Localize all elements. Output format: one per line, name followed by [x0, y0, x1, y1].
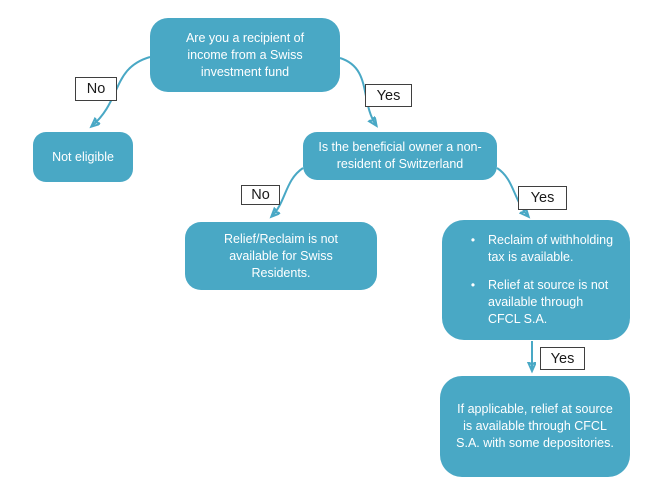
edge-label-text: Yes — [550, 350, 575, 367]
bullet-item: • Reclaim of withholding tax is availabl… — [458, 232, 616, 266]
edge-label-yes-mid: Yes — [518, 186, 567, 210]
edge-label-no-mid: No — [241, 185, 280, 205]
bullet-text: Reclaim of withholding tax is available. — [488, 233, 614, 264]
node-non-resident-outcome: • Reclaim of withholding tax is availabl… — [442, 220, 630, 340]
node-question-beneficial-owner: Is the beneficial owner a non-resident o… — [303, 132, 497, 180]
node-question-swiss-fund-recipient: Are you a recipient of income from a Swi… — [150, 18, 340, 92]
bullet-dot-icon: • — [470, 233, 476, 247]
bullet-text: Relief at source is not available throug… — [488, 278, 609, 326]
edge-label-no-top: No — [75, 77, 117, 101]
bullet-dot-icon: • — [470, 278, 476, 292]
edge-label-text: No — [251, 187, 270, 203]
node-text: Is the beneficial owner a non-resident o… — [318, 140, 482, 171]
edge-label-text: Yes — [376, 87, 401, 104]
node-relief-at-source-depositories: If applicable, relief at source is avail… — [440, 376, 630, 477]
bullet-item: • Relief at source is not available thro… — [458, 277, 616, 328]
node-text: If applicable, relief at source is avail… — [456, 402, 614, 450]
node-text: Relief/Reclaim is not available for Swis… — [224, 231, 338, 280]
node-text: Not eligible — [52, 149, 114, 164]
edge-label-text: Yes — [530, 190, 555, 206]
node-text: Are you a recipient of income from a Swi… — [185, 30, 305, 79]
edge-label-yes-bottom: Yes — [540, 347, 585, 370]
edge-label-yes-top: Yes — [365, 84, 412, 107]
edge-label-text: No — [86, 81, 106, 97]
node-not-eligible: Not eligible — [33, 132, 133, 182]
node-swiss-residents-no-relief: Relief/Reclaim is not available for Swis… — [185, 222, 377, 290]
